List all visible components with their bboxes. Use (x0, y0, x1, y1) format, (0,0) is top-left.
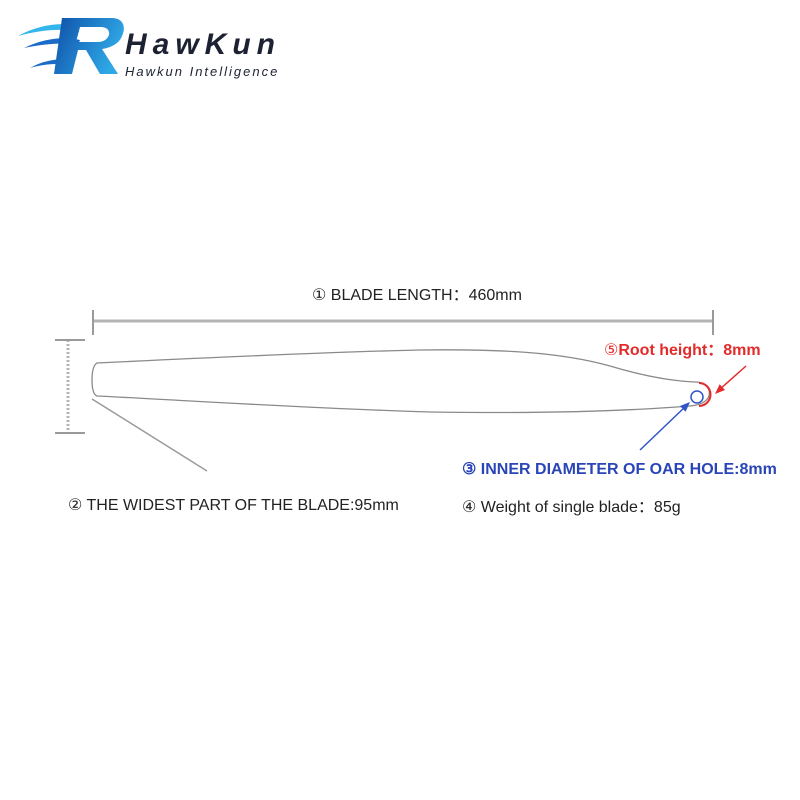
hawkun-logo-icon (18, 18, 124, 74)
blade-length-dimension (92, 310, 714, 335)
brand-name: HawKun (125, 28, 281, 61)
blade-outline (91, 349, 710, 414)
oar-hole (690, 390, 704, 404)
root-height-ring (698, 382, 712, 407)
brand-tagline: Hawkun Intelligence (125, 64, 280, 79)
blade-weight-label: ④ Weight of single blade：85g (462, 499, 681, 516)
root-height-arrow (715, 365, 747, 394)
oar-hole-arrowhead (680, 402, 690, 412)
widest-part-leader-line (91, 398, 208, 472)
root-height-marker: ⑤ (604, 342, 619, 359)
oar-hole-arrow (639, 402, 690, 451)
widest-part-label: ② THE WIDEST PART OF THE BLADE:95mm (68, 497, 399, 514)
blade-length-label: ① BLADE LENGTH：460mm (312, 287, 522, 304)
logo-r-letterform (54, 18, 124, 74)
oar-hole-diameter-label: ③ INNER DIAMETER OF OAR HOLE:8mm (462, 461, 777, 478)
root-height-text: Root height：8mm (618, 342, 761, 359)
root-height-arrowhead (715, 384, 725, 394)
oar-hole-arrow-shaft (639, 405, 687, 451)
root-height-label: ⑤Root height：8mm (604, 343, 761, 359)
root-height-arrow-shaft (718, 365, 747, 391)
blade-width-dimension (55, 339, 85, 434)
